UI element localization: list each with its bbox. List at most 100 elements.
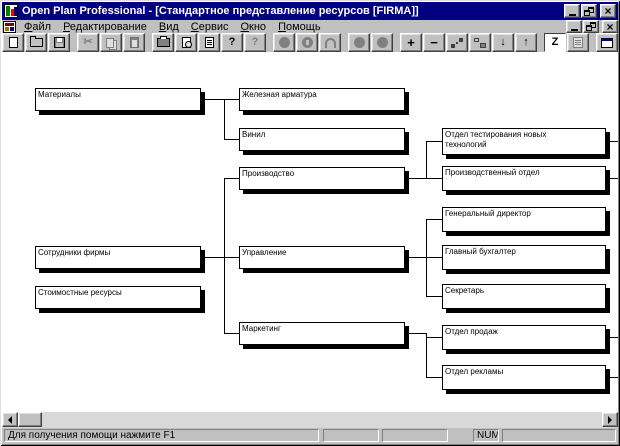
paste-button[interactable] bbox=[123, 33, 145, 52]
connector-stub bbox=[610, 377, 618, 378]
connector-line bbox=[426, 141, 442, 142]
cut-button[interactable]: ✂ bbox=[77, 33, 99, 52]
menu-view[interactable]: Вид bbox=[158, 20, 179, 33]
minimize-button[interactable] bbox=[564, 4, 580, 18]
app-icon[interactable] bbox=[4, 4, 18, 18]
save-button[interactable] bbox=[48, 33, 70, 52]
connector-stub bbox=[610, 141, 618, 142]
resource-box-iron-fittings[interactable]: Железная арматура bbox=[239, 88, 405, 111]
link-nodes-button[interactable] bbox=[446, 33, 468, 52]
resource-box-chief-accountant[interactable]: Главный бухгалтер bbox=[442, 245, 606, 270]
shape-circle-button[interactable] bbox=[273, 33, 295, 52]
connector-line bbox=[426, 178, 442, 179]
connector-line bbox=[205, 99, 239, 100]
notes-button[interactable] bbox=[567, 33, 589, 52]
resource-box-sales-dept[interactable]: Отдел продаж bbox=[442, 325, 606, 350]
status-panel bbox=[323, 429, 379, 442]
open-folder-icon bbox=[29, 36, 43, 47]
swap-pages-button[interactable] bbox=[198, 33, 220, 52]
steps-button[interactable] bbox=[469, 33, 491, 52]
print-button[interactable] bbox=[152, 33, 174, 52]
zigzag-button[interactable]: Z bbox=[544, 33, 566, 52]
print-icon bbox=[156, 36, 170, 47]
close-button[interactable]: × bbox=[600, 4, 616, 18]
mdi-close-button[interactable]: × bbox=[602, 20, 618, 33]
resource-box-cost-resources[interactable]: Стоимостные ресурсы bbox=[35, 286, 201, 309]
circle-icon bbox=[376, 37, 388, 48]
resource-box-secretary[interactable]: Секретарь bbox=[442, 284, 606, 309]
shape-circle-key-button[interactable] bbox=[296, 33, 318, 52]
resource-box-production-dept[interactable]: Производственный отдел bbox=[442, 166, 606, 191]
num-lock-indicator: NUM bbox=[473, 429, 499, 442]
resource-box-materials[interactable]: Материалы bbox=[35, 88, 201, 111]
arrow-left-icon bbox=[4, 415, 12, 424]
connector-line bbox=[409, 333, 426, 334]
shape-circle2-button[interactable] bbox=[348, 33, 370, 52]
connector-line bbox=[224, 178, 239, 179]
print-preview-icon bbox=[181, 37, 192, 48]
scroll-left-button[interactable] bbox=[2, 412, 18, 427]
connector-line bbox=[426, 219, 427, 297]
mdi-restore-button[interactable] bbox=[583, 20, 599, 33]
resource-tree-canvas[interactable]: Материалы Сотрудники фирмы Стоимостные р… bbox=[2, 52, 618, 412]
connector-line bbox=[426, 296, 442, 297]
connector-line bbox=[426, 333, 427, 378]
resource-box-advertising-dept[interactable]: Отдел рекламы bbox=[442, 365, 606, 390]
expand-button[interactable]: + bbox=[400, 33, 422, 52]
resource-box-vinyl[interactable]: Винил bbox=[239, 128, 405, 151]
collapse-button[interactable]: − bbox=[423, 33, 445, 52]
scrollbar-thumb[interactable] bbox=[18, 412, 42, 427]
status-bar: Для получения помощи нажмите F1 NUM bbox=[2, 428, 618, 444]
zigzag-icon: Z bbox=[551, 36, 559, 48]
circle-icon bbox=[278, 37, 290, 48]
minimize-icon bbox=[568, 13, 576, 16]
move-down-button[interactable]: ↓ bbox=[492, 33, 514, 52]
minus-icon: − bbox=[430, 35, 438, 50]
context-help-icon: ? bbox=[251, 36, 259, 48]
arrow-up-icon: ↑ bbox=[523, 36, 529, 48]
menu-help[interactable]: Помощь bbox=[278, 20, 321, 33]
new-button[interactable] bbox=[2, 33, 24, 52]
connector-line bbox=[409, 178, 426, 179]
connector-stub bbox=[610, 337, 618, 338]
open-button[interactable] bbox=[25, 33, 47, 52]
window-view-button[interactable] bbox=[596, 33, 618, 52]
circle-key-icon bbox=[301, 37, 313, 48]
menu-file[interactable]: Файл bbox=[24, 20, 52, 33]
connector-line bbox=[426, 141, 427, 179]
restore-button[interactable] bbox=[581, 4, 597, 18]
document-icon[interactable] bbox=[3, 20, 16, 33]
window-title: Open Plan Professional - [Стандартное пр… bbox=[22, 5, 419, 17]
connector-line bbox=[224, 178, 225, 334]
new-file-icon bbox=[8, 37, 18, 48]
menu-edit[interactable]: Редактирование bbox=[63, 20, 147, 33]
menu-service[interactable]: Сервис bbox=[190, 20, 229, 33]
scroll-right-button[interactable] bbox=[602, 412, 618, 427]
link-nodes-icon bbox=[451, 37, 463, 48]
resource-box-management[interactable]: Управление bbox=[239, 246, 405, 269]
resource-box-employees[interactable]: Сотрудники фирмы bbox=[35, 246, 201, 269]
menu-window[interactable]: Окно bbox=[240, 20, 267, 33]
shape-arch-button[interactable] bbox=[319, 33, 341, 52]
status-message: Для получения помощи нажмите F1 bbox=[4, 429, 319, 442]
restore-icon bbox=[584, 6, 594, 16]
help-button[interactable]: ? bbox=[221, 33, 243, 52]
resource-box-general-director[interactable]: Генеральный директор bbox=[442, 207, 606, 232]
arrow-right-icon bbox=[608, 415, 616, 424]
connector-stub bbox=[610, 178, 618, 179]
print-preview-button[interactable] bbox=[175, 33, 197, 52]
restore-icon bbox=[586, 22, 596, 31]
circle-icon bbox=[353, 37, 365, 48]
connector-line bbox=[205, 257, 239, 258]
move-up-button[interactable]: ↑ bbox=[515, 33, 537, 52]
cut-icon: ✂ bbox=[83, 36, 93, 48]
mdi-minimize-button[interactable] bbox=[566, 20, 582, 33]
shape-circle3-button[interactable] bbox=[371, 33, 393, 52]
copy-button[interactable] bbox=[100, 33, 122, 52]
context-help-button[interactable]: ? bbox=[244, 33, 266, 52]
resource-box-production[interactable]: Производство bbox=[239, 167, 405, 190]
paste-icon bbox=[129, 37, 139, 48]
horizontal-scrollbar[interactable] bbox=[2, 412, 618, 428]
resource-box-marketing[interactable]: Маркетинг bbox=[239, 322, 405, 345]
resource-box-testing-dept[interactable]: Отдел тестирования новых технологий bbox=[442, 128, 606, 155]
